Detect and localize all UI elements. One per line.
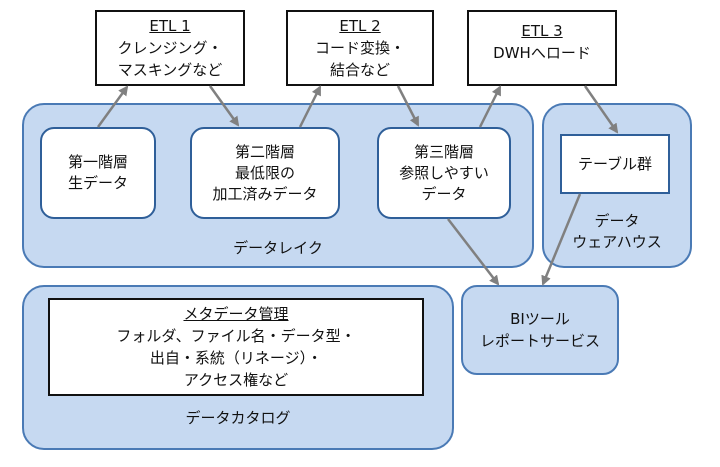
arrow-layer1-to-etl1 (96, 85, 129, 128)
layer-3-box: 第三階層 参照しやすい データ (377, 127, 511, 219)
etl-3-box: ETL 3 DWHへロード (467, 10, 617, 86)
data-catalog-label: データカタログ (185, 409, 291, 427)
arrow-layer3-to-bi (447, 218, 500, 286)
etl-2-title: ETL 2 (339, 17, 381, 35)
layer-3-desc-2: データ (421, 184, 467, 203)
etl-1-line-1: クレンジング・ (117, 39, 223, 57)
arrow-layer3-to-etl3 (478, 85, 502, 128)
layer-3-desc-1: 参照しやすい (399, 163, 489, 182)
layer-2-desc-2: 加工済みデータ (212, 184, 318, 203)
layer-1-box: 第一階層 生データ (40, 127, 156, 219)
etl-2-line-1: コード変換・ (314, 39, 405, 57)
dwh-label: データ ウェアハウス (542, 211, 692, 253)
metadata-title: メタデータ管理 (183, 305, 289, 323)
etl-2-line-2: 結合など (329, 61, 390, 79)
metadata-line-2: 出自・系統（リネージ）・ (149, 349, 323, 367)
etl-2-box: ETL 2 コード変換・ 結合など (286, 10, 434, 86)
arrow-etl1-to-layer2 (208, 85, 240, 127)
metadata-box: メタデータ管理 フォルダ、ファイル名・データ型・ 出自・系統（リネージ）・ アク… (48, 298, 424, 396)
layer-2-box: 第二階層 最低限の 加工済みデータ (190, 127, 340, 219)
table-group-box: テーブル群 (560, 134, 670, 194)
dwh-label-line-1: データ (594, 212, 640, 230)
arrow-etl2-to-layer3 (396, 85, 420, 127)
layer-1-name: 第一階層 (67, 153, 128, 171)
etl-1-box: ETL 1 クレンジング・ マスキングなど (95, 10, 245, 86)
arrow-layer2-to-etl2 (298, 85, 322, 128)
arrow-etl3-to-tables (583, 85, 619, 134)
bi-tool-name: BIツール (510, 310, 570, 328)
etl-1-line-2: マスキングなど (117, 61, 223, 79)
etl-3-line-1: DWHへロード (493, 44, 591, 62)
layer-2-desc-1: 最低限の (234, 163, 295, 182)
etl-1-title: ETL 1 (149, 17, 191, 35)
etl-3-title: ETL 3 (521, 22, 563, 40)
metadata-line-3: アクセス権など (183, 371, 289, 389)
layer-1-desc: 生データ (67, 174, 128, 192)
bi-tool-desc: レポートサービス (479, 332, 600, 350)
layer-3-name: 第三階層 (413, 142, 474, 161)
layer-2-name: 第二階層 (234, 142, 295, 161)
dwh-label-line-2: ウェアハウス (572, 233, 662, 251)
data-lake-label: データレイク (233, 239, 323, 257)
metadata-line-1: フォルダ、ファイル名・データ型・ (116, 327, 356, 345)
arrow-tables-to-bi (541, 193, 582, 286)
bi-tool-box: BIツール レポートサービス (461, 285, 619, 375)
table-group-label: テーブル群 (577, 154, 653, 173)
